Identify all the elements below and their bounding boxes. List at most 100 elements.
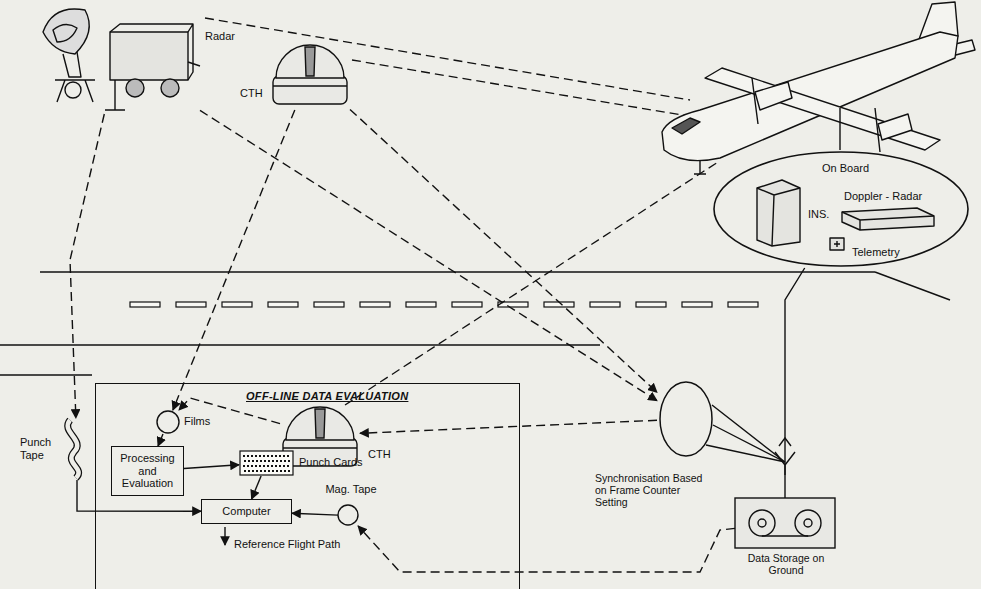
sight-line [352,60,700,118]
data-storage-drawing [735,498,835,548]
data-storage-drawing [804,519,812,527]
runway-centerline [360,302,390,307]
node-label: CTH [240,87,263,100]
punch-cards-drawing [243,465,291,467]
film-reel: Films [156,409,218,435]
aircraft [839,108,840,150]
radar-station-drawing [126,79,144,97]
punch-cards-drawing [240,451,293,475]
dashed-link [358,526,735,572]
data-flow-arrow [252,476,262,499]
node-label: Synchronisation Based on Frame Counter S… [595,472,703,508]
output-arrow [224,527,225,545]
sync-ellipse-drawing [595,380,720,538]
radar-station-drawing [65,82,81,98]
punch-cards-drawing [243,455,291,457]
node-label: Computer [206,505,287,518]
node-label: CTH [368,448,391,461]
aircraft [694,160,706,174]
radar-station-drawing [55,80,95,102]
runway [0,374,92,375]
node-label: Films [184,415,210,428]
cinetheodolite-drawing [273,76,347,104]
node-label: Data Storage on Ground [730,552,842,576]
radar-station-drawing [161,79,179,97]
runway [0,344,600,345]
radar-station-drawing [53,24,77,42]
cinetheodolite-drawing [286,407,354,440]
aircraft [755,82,792,110]
radar-station-drawing [43,9,200,110]
data-flow-arrow [292,513,338,515]
data-storage-drawing [795,510,821,536]
aircraft [672,118,700,134]
punch-tape: Punch Tape [20,418,92,480]
sync-ellipse-drawing [660,382,712,456]
runway [40,271,875,272]
data-storage-drawing [758,519,766,527]
punch-tape-drawing [68,420,79,478]
punch-tape-drawing [68,420,79,478]
runway-centerline [130,302,160,307]
computer-box: Computer [201,499,292,524]
runway-centerline [130,302,758,307]
aircraft [662,32,958,161]
telemetry-antenna [706,405,795,475]
onboard-ellipse-drawing [834,241,840,247]
node-label: Mag. Tape [323,483,379,496]
aircraft [705,68,940,150]
runway [875,272,950,300]
dashed-link [173,110,295,410]
runway-centerline [452,302,482,307]
runway-centerline [406,302,436,307]
onboard-ellipse-drawing [757,180,800,246]
punch-cards-drawing [244,460,291,462]
dashed-link [70,114,104,418]
node-label: INS. [808,208,829,221]
data-storage-drawing [735,498,835,548]
data-flow-arrow [158,434,163,446]
radar-station-drawing [63,52,81,77]
cinetheodolite-drawing [315,409,325,438]
runway-centerline [176,302,206,307]
punch-tape-drawing [68,420,79,478]
telemetry-antenna [706,405,785,462]
mag-tape: Mag. Tape [323,483,381,527]
data-storage: Data Storage on Ground [730,496,844,586]
dashed-link [360,420,657,433]
aircraft [662,2,975,174]
radar-station-drawing [35,2,240,114]
node-label: Punch Cards [299,456,363,469]
runway-centerline [590,302,620,307]
runway-centerline [636,302,666,307]
output-arrow [224,527,225,545]
runway [0,272,950,375]
cinetheodolite-drawing [273,85,347,86]
runway-centerline [222,302,252,307]
radar-station-drawing [110,24,193,80]
output-label: Reference Flight Path [232,538,342,551]
cinetheodolite: CTH [240,35,350,110]
process-box: Processing and Evaluation [111,446,184,496]
onboard-ellipse-drawing [714,152,968,266]
punch-cards-drawing [243,456,291,471]
dashed-link [200,110,657,400]
aircraft [878,114,912,140]
punch-cards-drawing [240,451,293,475]
aircraft [752,78,880,152]
radar-station-drawing [110,32,188,80]
data-storage-drawing [762,535,808,536]
radar-station: Radar [35,2,240,114]
cinetheodolite-drawing [273,45,347,104]
mag-tape-drawing [338,505,358,525]
cinetheodolite-drawing [305,47,315,76]
data-storage-drawing [749,510,775,536]
runway-centerline [728,302,758,307]
onboard-ellipse-drawing [842,212,934,230]
node-label: Radar [205,30,235,43]
onboard-ellipse-drawing [757,188,800,246]
node-label: Processing and Evaluation [116,452,179,490]
cinetheodolite-drawing [283,447,357,448]
radar-station-drawing [105,62,200,110]
onboard-ellipse-drawing [830,238,844,250]
